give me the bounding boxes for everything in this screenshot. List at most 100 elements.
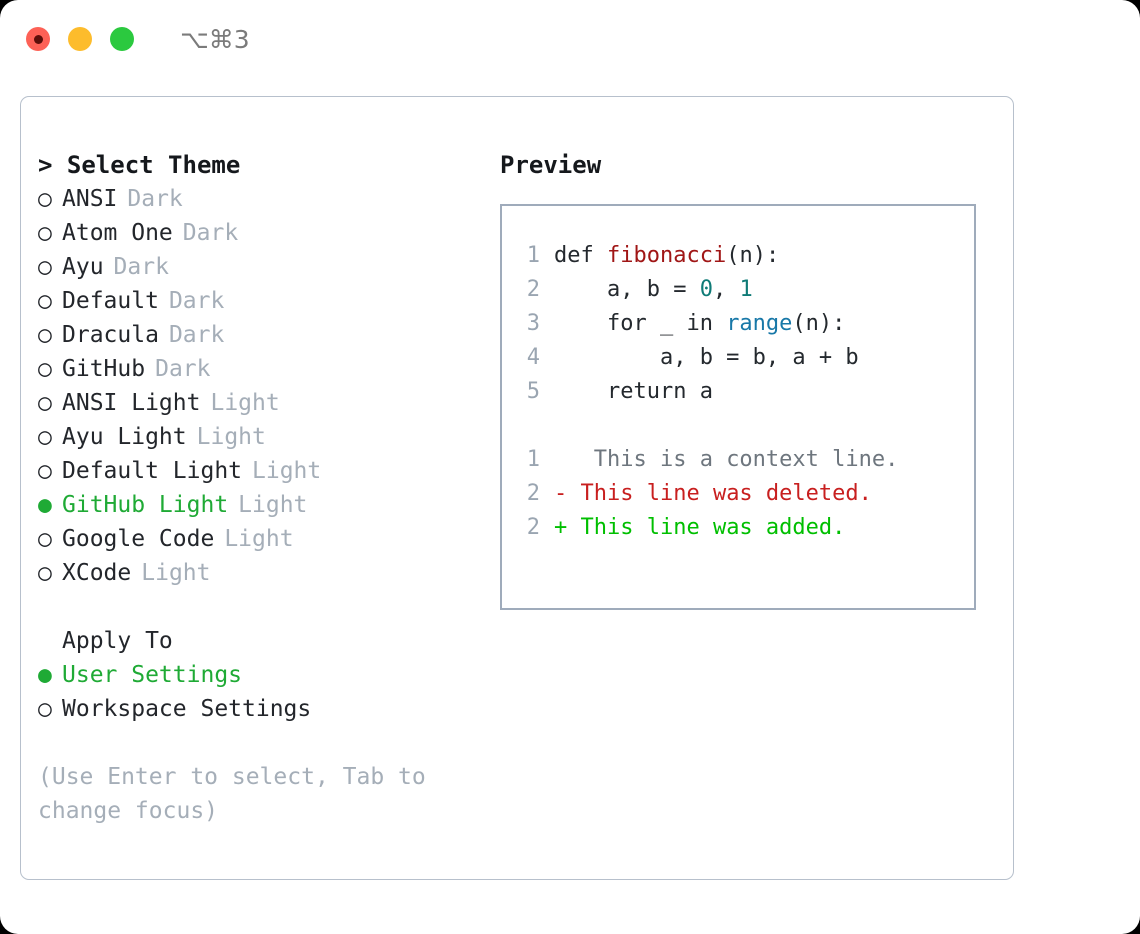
list-spacer: [38, 590, 478, 624]
code-line: 3 for _ in range(n):: [510, 307, 974, 341]
code-token: (n):: [726, 243, 780, 268]
theme-name: GitHub Light: [62, 492, 229, 518]
radio-unselected-icon[interactable]: ○: [38, 526, 52, 552]
radio-selected-icon[interactable]: ●: [38, 662, 52, 688]
code-token: a, b =: [554, 277, 700, 302]
theme-name: Default Light: [62, 458, 243, 484]
diff-line: 1 This is a context line.: [510, 443, 974, 477]
theme-variant-tag: Light: [252, 458, 322, 484]
radio-unselected-icon[interactable]: ○: [38, 254, 52, 280]
code-line: 5 return a: [510, 375, 974, 409]
theme-variant-tag: Dark: [168, 322, 225, 348]
code-token: 1: [739, 277, 753, 302]
radio-unselected-icon[interactable]: ○: [38, 424, 52, 450]
radio-unselected-icon[interactable]: ○: [38, 220, 52, 246]
theme-variant-tag: Light: [210, 390, 280, 416]
theme-name: GitHub: [62, 356, 146, 382]
apply-to-option[interactable]: ● User Settings: [38, 658, 478, 692]
code-token: ,: [712, 277, 740, 302]
theme-name: Atom One: [62, 220, 173, 246]
line-number: 1: [526, 447, 540, 472]
code-token: return a: [554, 379, 713, 404]
line-number: 3: [526, 311, 540, 336]
radio-unselected-icon[interactable]: ○: [38, 288, 52, 314]
apply-to-label: User Settings: [62, 662, 243, 688]
diff-line-text: This line was deleted.: [567, 481, 872, 506]
code-token: 0: [699, 277, 713, 302]
title-bar: ⌥⌘3: [0, 0, 1140, 78]
line-number: 2: [526, 277, 540, 302]
minimize-button[interactable]: [68, 27, 92, 51]
theme-list-item[interactable]: ○ Dracula Dark: [38, 318, 478, 352]
line-number: 5: [526, 379, 540, 404]
keyboard-hint: (Use Enter to select, Tab to change focu…: [38, 764, 426, 824]
preview-heading: Preview: [500, 151, 602, 179]
theme-variant-tag: Light: [141, 560, 211, 586]
line-number: 2: [526, 515, 540, 540]
maximize-button[interactable]: [110, 27, 134, 51]
radio-unselected-icon[interactable]: ○: [38, 322, 52, 348]
code-token: fibonacci: [606, 243, 727, 268]
traffic-lights: [26, 27, 134, 51]
radio-unselected-icon[interactable]: ○: [38, 186, 52, 212]
apply-to-option[interactable]: ○Workspace Settings: [38, 692, 478, 726]
radio-unselected-icon[interactable]: ○: [38, 390, 52, 416]
select-theme-heading: > Select Theme: [38, 151, 241, 179]
diff-block: 1 This is a context line.2- This line wa…: [510, 443, 974, 545]
theme-list-item[interactable]: ● GitHub Light Light: [38, 488, 478, 522]
code-line-text: a, b = b, a + b: [554, 341, 859, 375]
theme-name: Ayu Light: [62, 424, 187, 450]
code-token: a, b = b, a + b: [554, 345, 859, 370]
code-line-text: for _ in range(n):: [554, 307, 845, 341]
theme-variant-tag: Dark: [182, 220, 239, 246]
apply-to-heading: Apply To: [62, 628, 173, 654]
theme-name: ANSI Light: [62, 390, 201, 416]
radio-unselected-icon[interactable]: ○: [38, 560, 52, 586]
radio-unselected-icon[interactable]: ○: [38, 458, 52, 484]
code-token: for _ in: [554, 311, 727, 336]
radio-selected-icon[interactable]: ●: [38, 492, 52, 518]
theme-list-item[interactable]: ○ Default Light Light: [38, 454, 478, 488]
theme-name: Dracula: [62, 322, 159, 348]
theme-name: Default: [62, 288, 159, 314]
code-line-text: a, b = 0, 1: [554, 273, 753, 307]
theme-list-item[interactable]: ○ Atom One Dark: [38, 216, 478, 250]
keyboard-shortcut-label: ⌥⌘3: [180, 24, 250, 54]
code-token: range: [726, 311, 793, 336]
diff-line-text: This line was added.: [567, 515, 846, 540]
diff-line: 2 + This line was added.: [510, 511, 974, 545]
theme-list-item[interactable]: ○ ANSI Light Light: [38, 386, 478, 420]
code-token: (n):: [792, 311, 846, 336]
radio-unselected-icon[interactable]: ○: [38, 696, 52, 722]
code-line-text: def fibonacci(n):: [554, 239, 779, 273]
code-line: 4 a, b = b, a + b: [510, 341, 974, 375]
theme-name: XCode: [62, 560, 132, 586]
theme-variant-tag: Light: [224, 526, 294, 552]
radio-unselected-icon[interactable]: ○: [38, 356, 52, 382]
diff-marker: [554, 443, 567, 477]
theme-variant-tag: Light: [238, 492, 308, 518]
close-button[interactable]: [26, 27, 50, 51]
code-diff-separator: [510, 409, 974, 443]
code-line: 2 a, b = 0, 1: [510, 273, 974, 307]
diff-marker: -: [554, 481, 568, 506]
diff-line: 2- This line was deleted.: [510, 477, 974, 511]
theme-name: Ayu: [62, 254, 104, 280]
record-dot-icon: [33, 34, 43, 44]
diff-marker: +: [554, 515, 568, 540]
line-number: 2: [526, 481, 540, 506]
theme-list-item[interactable]: ○ XCode Light: [38, 556, 478, 590]
code-line-text: return a: [554, 375, 713, 409]
